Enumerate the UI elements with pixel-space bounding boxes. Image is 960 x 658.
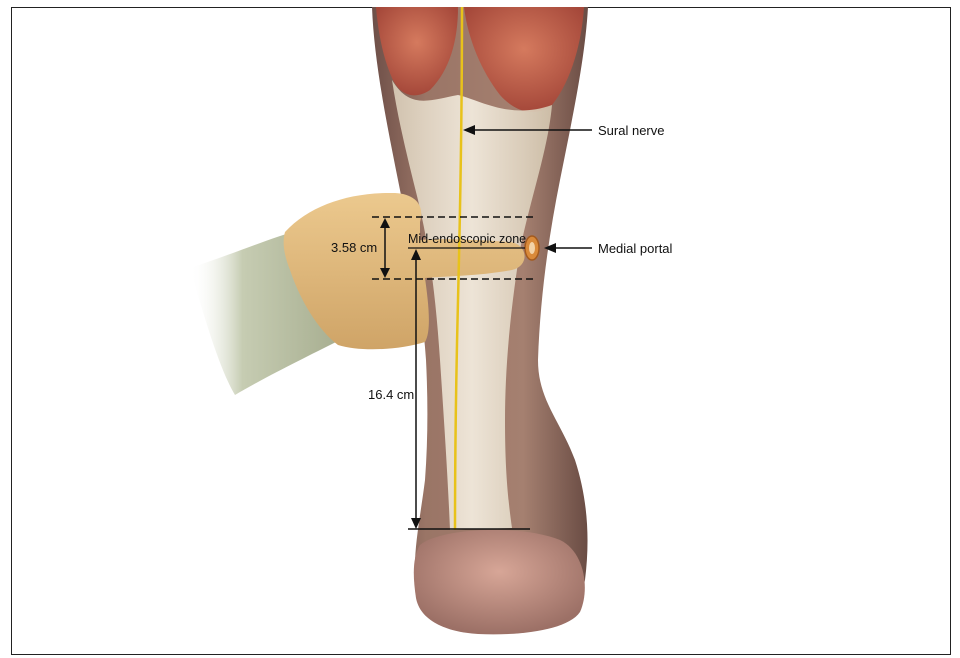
distance-label: 16.4 cm [368, 387, 414, 402]
zone-width-label: 3.58 cm [331, 240, 377, 255]
heel [414, 530, 585, 634]
medial-portal-label: Medial portal [598, 241, 672, 256]
sural-nerve-label: Sural nerve [598, 123, 664, 138]
mid-endoscopic-zone-label: Mid-endoscopic zone [408, 232, 526, 247]
